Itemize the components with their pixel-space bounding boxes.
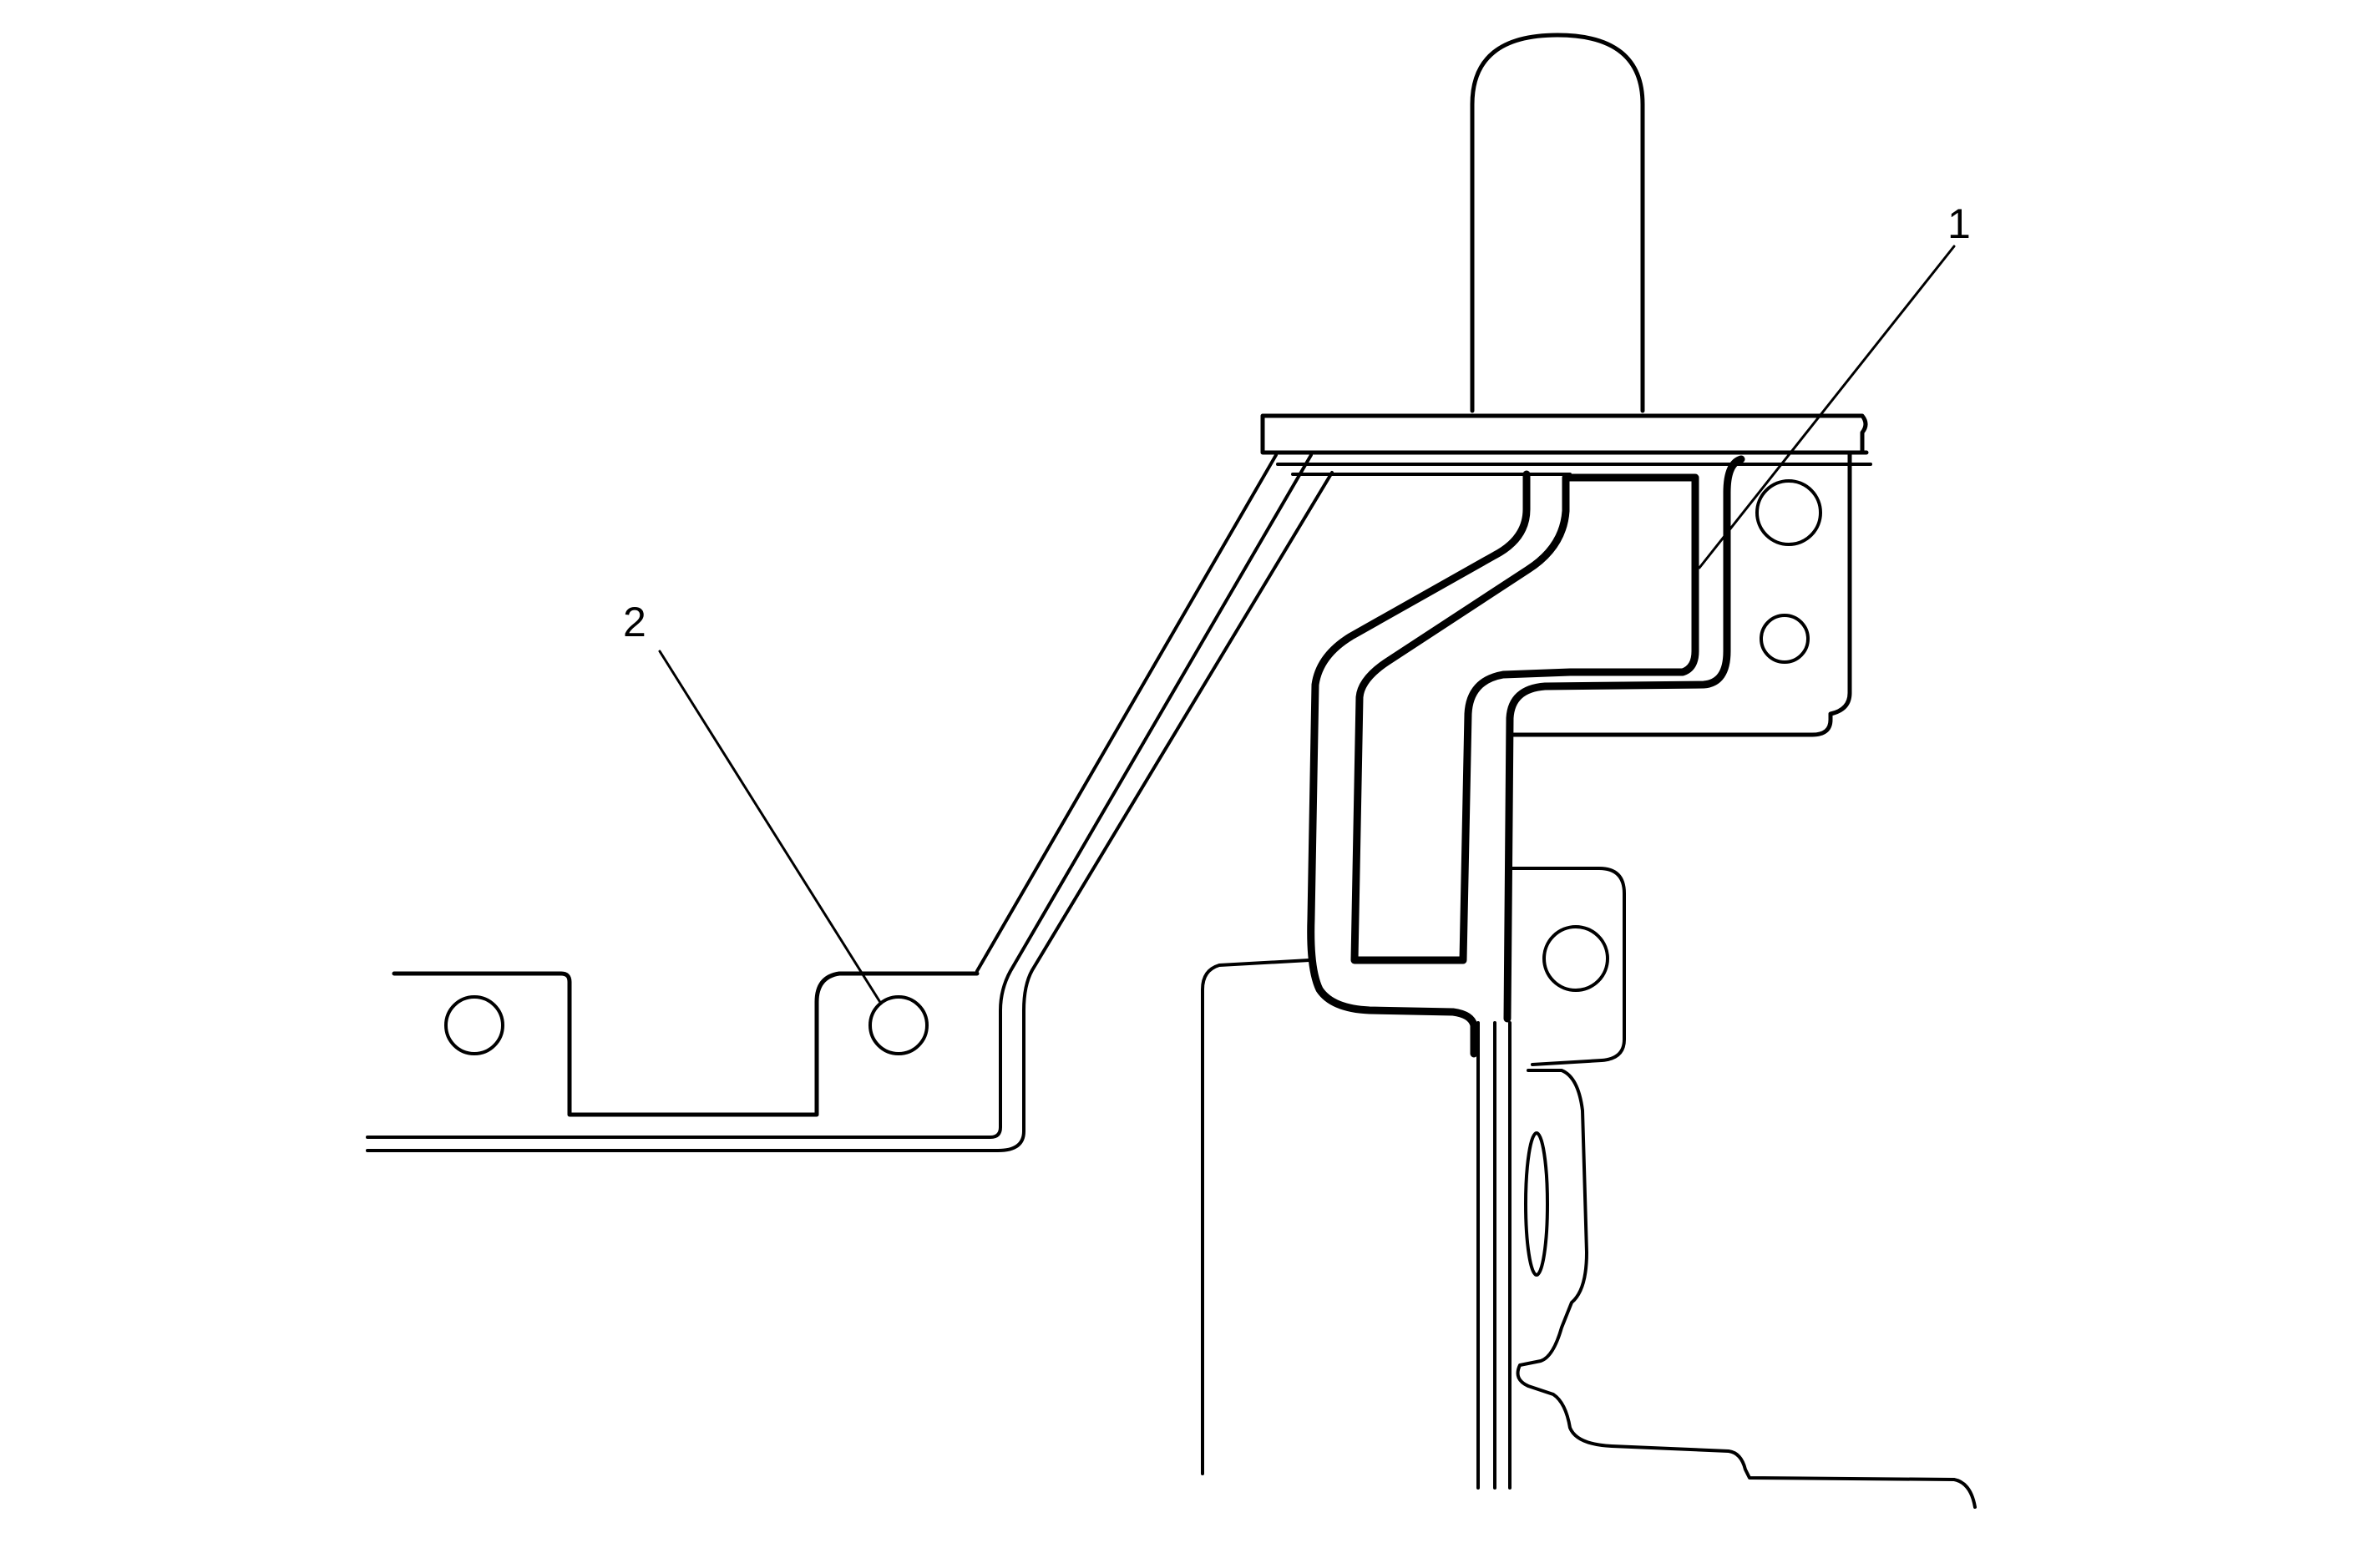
top-flange	[1260, 413, 1869, 455]
callout-2-leader	[658, 650, 883, 1005]
body-left-edge	[1201, 959, 1311, 1475]
callout-1-leader	[1698, 245, 1956, 569]
body-right-upper	[1508, 867, 1626, 1066]
body-right-lower	[1516, 1069, 1977, 1509]
callout-1-label: 1	[1947, 200, 1971, 247]
body-hole	[1542, 925, 1609, 992]
lower-left-bracket	[392, 971, 980, 1117]
vertical-post	[1470, 33, 1645, 413]
bracket-hole-lower	[1760, 614, 1810, 664]
hose-outer-contour	[1307, 470, 1699, 1058]
right-bracket-plate	[1507, 450, 1852, 737]
body-inner-rails	[1476, 1021, 1512, 1490]
left-bracket-hole-b	[868, 995, 929, 1055]
slanted-rail-mid	[366, 453, 1313, 1139]
body-slot	[1524, 1131, 1549, 1277]
hose-right-loop	[1503, 455, 1745, 1023]
bracket-hole-upper	[1755, 479, 1822, 546]
slanted-rail-inner	[366, 471, 1334, 1152]
slanted-rail-outer	[975, 453, 1278, 973]
left-bracket-hole-a	[444, 995, 504, 1055]
callout-2-label: 2	[623, 599, 646, 645]
